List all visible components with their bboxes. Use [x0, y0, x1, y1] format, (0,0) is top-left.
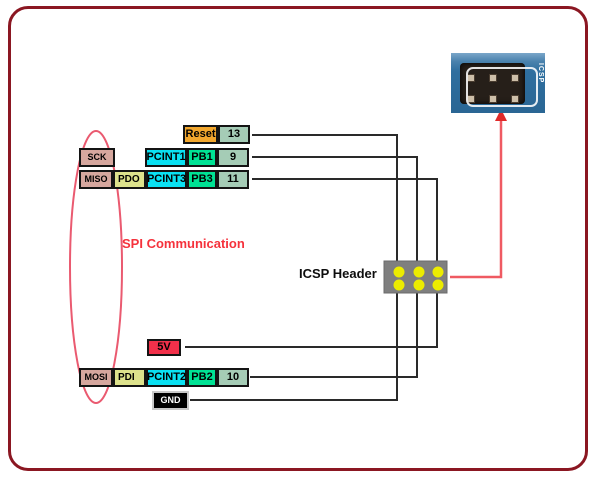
pin-chip-pb2: PB2	[187, 368, 217, 387]
connector-pin-icon	[489, 74, 497, 82]
connector-pin-icon	[511, 74, 519, 82]
header-pin-icon	[413, 266, 425, 278]
red-arrow-icon	[495, 109, 507, 121]
spi-group-ellipse	[69, 130, 123, 404]
pin-number-9: 9	[217, 148, 249, 167]
pin-chip-reset: Reset	[183, 125, 218, 144]
pin-chip-pdi: PDI	[113, 368, 146, 387]
silkscreen-outline	[466, 67, 538, 107]
icsp-header-label: ICSP Header	[299, 266, 377, 281]
pin-chip-pcint3: PCINT3	[146, 170, 187, 189]
pin-number-13: 13	[218, 125, 250, 144]
connector-pin-icon	[511, 95, 519, 103]
red-callout-line	[450, 121, 503, 279]
header-pin-icon	[393, 266, 405, 278]
pin-chip-gnd: GND	[154, 393, 187, 408]
outer-frame	[8, 6, 588, 471]
connector-pin-icon	[489, 95, 497, 103]
icsp-header-block	[383, 260, 448, 294]
photo-icsp-caption: ICSP	[537, 63, 544, 84]
wire-pb1	[252, 156, 418, 262]
icsp-connector-photo: ICSP	[451, 53, 545, 113]
pin-chip-pcint2: PCINT2	[146, 368, 187, 387]
pin-chip-mosi: MOSI	[79, 368, 113, 387]
wire-pb3	[252, 178, 438, 262]
wire-reset	[252, 134, 398, 262]
header-pin-icon	[413, 279, 425, 291]
header-pin-icon	[393, 279, 405, 291]
wire-pb2	[250, 292, 418, 378]
pin-number-10: 10	[217, 368, 249, 387]
pin-chip-5v: 5V	[147, 339, 181, 356]
pin-chip-miso: MISO	[79, 170, 113, 189]
spi-communication-label: SPI Communication	[122, 236, 245, 251]
wire-5v	[185, 292, 438, 348]
pin-chip-pb1: PB1	[187, 148, 217, 167]
wire-gnd	[190, 292, 398, 401]
header-pin-icon	[432, 279, 444, 291]
pin-chip-sck: SCK	[79, 148, 115, 167]
pin-chip-pb3: PB3	[187, 170, 217, 189]
header-pin-icon	[432, 266, 444, 278]
pin-chip-pcint1: PCINT1	[145, 148, 187, 167]
pin-chip-pdo: PDO	[113, 170, 146, 189]
pin-number-11: 11	[217, 170, 249, 189]
